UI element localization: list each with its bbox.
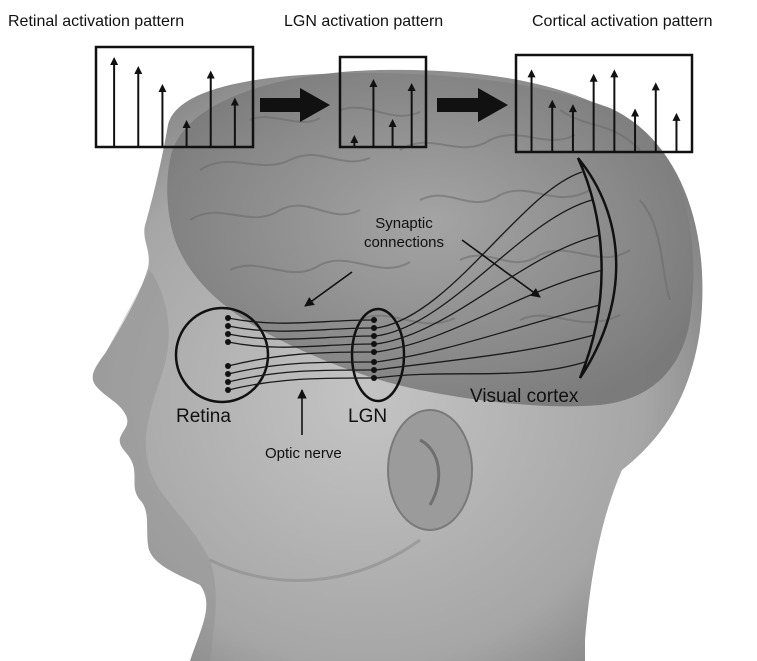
retina-neuron-dot bbox=[225, 387, 231, 393]
cortical-activation-arrowhead bbox=[631, 109, 639, 117]
cortical-activation-arrowhead bbox=[590, 74, 598, 82]
synaptic-label-line1: Synaptic bbox=[375, 215, 433, 232]
cortical-activation-arrowhead bbox=[610, 69, 618, 77]
retinal-pattern-title: Retinal activation pattern bbox=[8, 13, 184, 30]
lgn-pattern-title: LGN activation pattern bbox=[284, 13, 443, 30]
retina-neuron-dot bbox=[225, 363, 231, 369]
retina-neuron-dot bbox=[225, 315, 231, 321]
lgn-neuron-dot bbox=[371, 367, 377, 373]
lgn-neuron-dot bbox=[371, 317, 377, 323]
lgn-label: LGN bbox=[348, 406, 387, 427]
lgn-neuron-dot bbox=[371, 325, 377, 331]
visual-cortex-label: Visual cortex bbox=[470, 386, 579, 407]
retina-neuron-dot bbox=[225, 371, 231, 377]
cortical-activation-arrowhead bbox=[672, 113, 680, 121]
retinal-activation-arrowhead bbox=[207, 71, 215, 79]
lgn-neuron-dot bbox=[371, 333, 377, 339]
retina-neuron-dot bbox=[225, 379, 231, 385]
cortical-activation-arrowhead bbox=[652, 82, 660, 90]
lgn-neuron-dot bbox=[371, 349, 377, 355]
retina-label: Retina bbox=[176, 406, 231, 427]
retina-neuron-dot bbox=[225, 323, 231, 329]
retinal-activation-arrowhead bbox=[134, 66, 142, 74]
synaptic-label-line2: connections bbox=[364, 234, 444, 251]
lgn-neuron-dot bbox=[371, 375, 377, 381]
retina-neuron-dot bbox=[225, 331, 231, 337]
ear bbox=[388, 410, 472, 530]
retina-neuron-dot bbox=[225, 339, 231, 345]
retinal-activation-arrowhead bbox=[110, 57, 118, 65]
cortical-activation-arrowhead bbox=[528, 69, 536, 77]
optic-nerve-label: Optic nerve bbox=[265, 445, 342, 462]
lgn-neuron-dot bbox=[371, 359, 377, 365]
cortical-pattern-title: Cortical activation pattern bbox=[532, 13, 713, 30]
retinal-activation-arrowhead bbox=[158, 84, 166, 92]
lgn-neuron-dot bbox=[371, 341, 377, 347]
